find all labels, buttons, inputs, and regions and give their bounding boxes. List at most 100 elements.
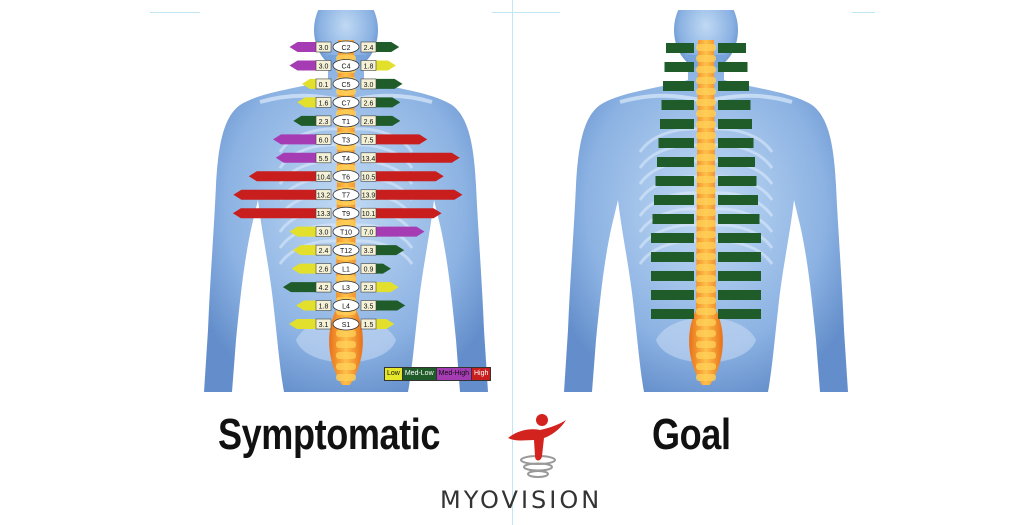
goal-level-t6 xyxy=(657,157,755,167)
vertebra xyxy=(336,341,356,348)
brand-logo-text: MYOVISION xyxy=(440,486,603,514)
goal-level-c7 xyxy=(663,81,749,91)
left-value-box xyxy=(315,207,332,219)
left-bar-t9 xyxy=(232,208,328,219)
vertebra-label-oval xyxy=(332,299,360,312)
goal-left-bar-t3 xyxy=(660,119,694,129)
caption-goal: Goal xyxy=(652,410,731,459)
goal-right-bar-t3 xyxy=(718,119,752,129)
vertebra-label-t9: T9 xyxy=(342,211,350,218)
vertebra xyxy=(336,165,356,172)
left-value-c2: 3.0 xyxy=(319,45,329,52)
left-value-box xyxy=(315,60,332,71)
vertebra xyxy=(696,154,716,161)
vertebra xyxy=(696,209,716,216)
right-value-t10: 7.0 xyxy=(364,230,374,237)
vertebra xyxy=(696,286,716,293)
vertebra xyxy=(696,319,716,326)
vertebra xyxy=(696,187,716,194)
caption-symptomatic: Symptomatic xyxy=(218,410,441,459)
vertebra-label-oval xyxy=(332,59,360,72)
left-value-s1: 3.1 xyxy=(319,322,329,329)
vertebra xyxy=(696,198,716,205)
left-value-box xyxy=(315,41,332,53)
goal-left-bar-c4 xyxy=(664,62,694,72)
left-value-box xyxy=(315,263,332,274)
left-value-t6: 10.4 xyxy=(317,174,331,181)
vertebra-label-l4: L4 xyxy=(342,304,350,311)
right-value-box xyxy=(360,115,377,127)
vertebra-label-t1: T1 xyxy=(342,119,350,126)
left-bar-t3 xyxy=(273,134,328,145)
vertebra xyxy=(696,242,716,249)
goal-left-bar-t6 xyxy=(657,157,694,167)
vertebra-label-l1: L1 xyxy=(342,267,350,274)
vertebra xyxy=(696,363,716,370)
goal-level-t7 xyxy=(655,176,757,186)
head xyxy=(314,10,378,70)
right-value-box xyxy=(360,263,377,274)
vertebra xyxy=(336,330,356,337)
goal-body-diagram xyxy=(564,10,848,392)
goal-right-bar-t10 xyxy=(718,214,760,224)
vertebra-label-t4: T4 xyxy=(342,156,350,163)
left-value-t7: 13.2 xyxy=(317,193,331,200)
vertebra xyxy=(696,44,716,51)
vertebra-label-oval xyxy=(332,262,360,276)
goal-left-bar-t10 xyxy=(652,214,694,224)
goal-level-c2 xyxy=(666,43,746,53)
left-value-t1: 2.3 xyxy=(319,119,329,126)
vertebra xyxy=(696,110,716,117)
right-value-t6: 10.5 xyxy=(362,174,376,181)
vertebra xyxy=(696,143,716,150)
goal-right-bar-l4 xyxy=(718,290,761,300)
right-value-box xyxy=(360,97,377,108)
legend-item-high: High xyxy=(472,368,491,380)
left-value-box xyxy=(315,226,332,237)
level-t6: 10.4 T6 10.5 xyxy=(248,169,444,183)
right-bar-t7 xyxy=(364,189,463,200)
right-value-t4: 13.4 xyxy=(362,156,376,163)
vertebra xyxy=(696,308,716,315)
left-value-box xyxy=(315,318,332,330)
goal-left-bar-t7 xyxy=(655,176,694,186)
right-value-l3: 2.3 xyxy=(364,285,374,292)
left-value-c5: 0.1 xyxy=(319,82,329,89)
vertebra-label-oval xyxy=(332,169,360,183)
vertebra-label-oval xyxy=(332,206,360,220)
right-value-box xyxy=(360,318,377,330)
right-bar-t9 xyxy=(364,208,442,219)
vertebra-label-l3: L3 xyxy=(342,285,350,292)
goal-right-bar-c7 xyxy=(718,81,749,91)
goal-left-bar-t4 xyxy=(658,138,694,148)
left-value-box xyxy=(315,97,332,108)
left-value-box xyxy=(315,281,332,293)
goal-right-bar-l1 xyxy=(718,252,761,262)
goal-level-t10 xyxy=(652,214,760,224)
myovision-figure-icon xyxy=(508,414,566,478)
vertebra-label-t12: T12 xyxy=(340,248,352,255)
vertebra-label-t3: T3 xyxy=(342,137,350,144)
vertebra xyxy=(696,55,716,62)
vertebra-label-c5: C5 xyxy=(342,82,351,89)
vertebra-label-oval xyxy=(332,151,360,165)
goal-right-bar-t12 xyxy=(718,233,761,243)
goal-right-bar-t9 xyxy=(718,195,758,205)
right-value-l1: 0.9 xyxy=(364,267,374,274)
left-value-box xyxy=(315,170,332,182)
vertebra xyxy=(696,66,716,73)
vertebra-label-t6: T6 xyxy=(342,174,350,181)
goal-right-bar-t4 xyxy=(718,138,754,148)
right-value-box xyxy=(360,226,377,237)
goal-right-bar-t1 xyxy=(718,100,751,110)
left-bar-t4 xyxy=(275,152,328,163)
